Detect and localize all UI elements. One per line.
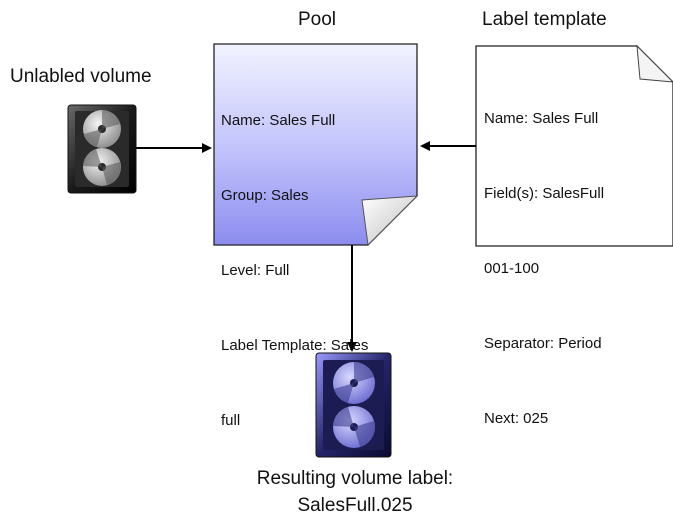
template-line-next: Next: 025	[484, 410, 549, 427]
template-line-separator: Separator: Period	[484, 335, 602, 352]
pool-line-group: Group: Sales	[221, 187, 309, 204]
pool-line-label-template: Label Template: Sales	[221, 337, 369, 354]
result-caption-line1: Resulting volume label:	[256, 468, 454, 489]
pool-document	[213, 43, 419, 247]
label-template-document	[475, 44, 673, 247]
label-template-title: Label template	[482, 9, 607, 30]
unlabeled-volume-title: Unlabled volume	[10, 66, 152, 87]
template-line-range: 001-100	[484, 260, 540, 277]
label-template-details: Name: Sales Full Field(s): SalesFull 001…	[484, 56, 604, 456]
pool-line-level: Level: Full	[221, 262, 290, 279]
labeled-tape-icon	[315, 352, 392, 458]
template-line-name: Name: Sales Full	[484, 110, 599, 127]
pool-line-label-template-cont: full	[221, 412, 241, 429]
pool-details: Name: Sales Full Group: Sales Level: Ful…	[221, 58, 368, 458]
unlabeled-tape-icon	[67, 104, 137, 194]
result-caption: Resulting volume label: SalesFull.025	[200, 465, 510, 519]
pool-title: Pool	[298, 9, 337, 30]
pool-line-name: Name: Sales Full	[221, 112, 336, 129]
result-volume-label: SalesFull.025	[297, 495, 413, 516]
template-line-fields: Field(s): SalesFull	[484, 185, 605, 202]
